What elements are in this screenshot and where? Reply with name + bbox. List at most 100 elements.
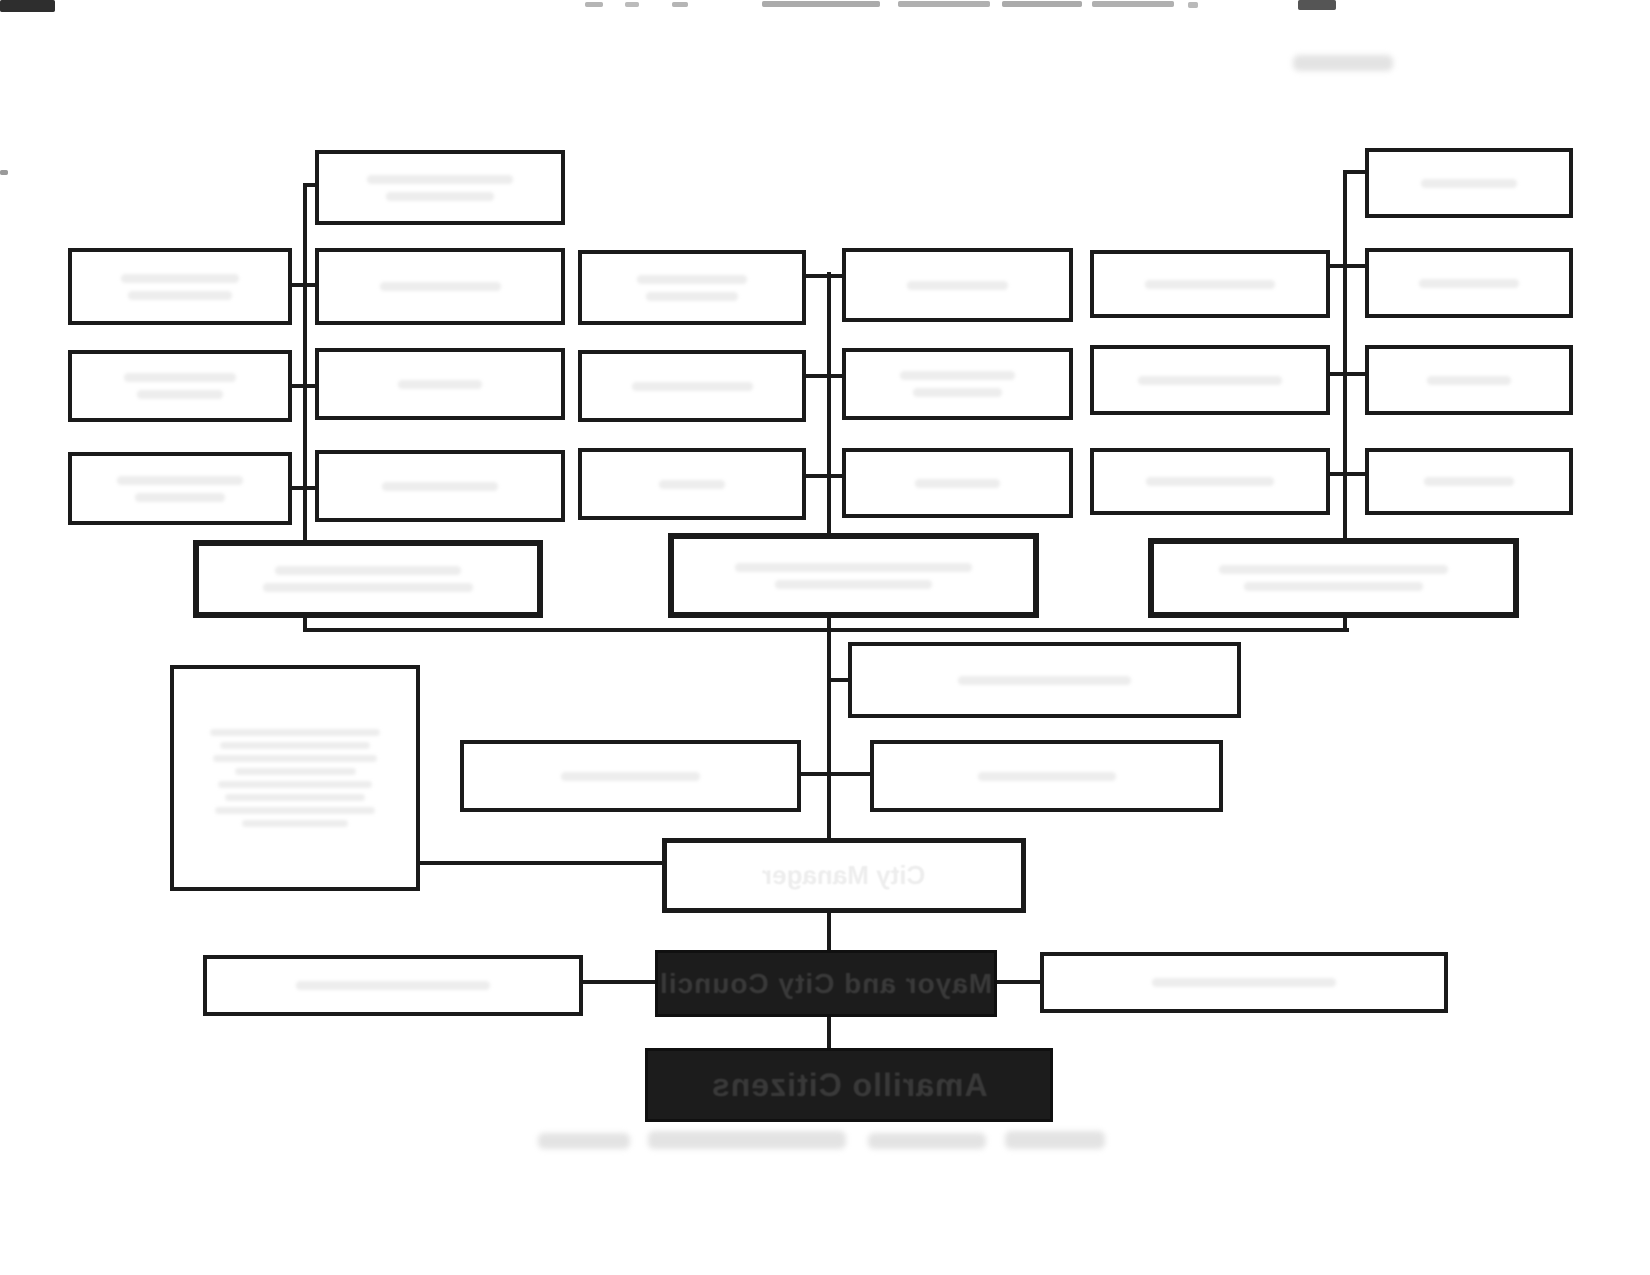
- scan-noise-mark: [1092, 1, 1174, 7]
- connector-line: [827, 911, 831, 952]
- scan-noise-mark: [0, 0, 55, 12]
- illegible-text-smudge: [234, 768, 356, 775]
- connector-line: [292, 384, 317, 388]
- dept-box-mid-row1-b: [842, 248, 1073, 322]
- illegible-text-smudge: [977, 771, 1116, 781]
- connector-line: [805, 474, 843, 478]
- citizens-label: Amarillo Citizens: [710, 1066, 988, 1103]
- scan-noise-mark: [1188, 2, 1198, 8]
- illegible-text-smudge: [1138, 375, 1282, 385]
- dept-box-right-row2-a: [1090, 345, 1330, 415]
- illegible-text-smudge: [212, 755, 378, 762]
- dept-box-right-top: [1365, 148, 1573, 218]
- illegible-text-smudge: [136, 390, 224, 399]
- mayor-council-box: Mayor and City Council: [655, 950, 997, 1017]
- illegible-text-smudge: [899, 371, 1016, 380]
- dept-box-left-row2-b: [315, 348, 565, 420]
- illegible-text-smudge: [1243, 582, 1424, 591]
- illegible-text-smudge: [774, 579, 933, 589]
- connector-line: [805, 374, 843, 378]
- dept-box-right-row3-a: [1090, 448, 1330, 515]
- dept-box-mid-row2-b: [842, 348, 1073, 420]
- illegible-text-smudge: [219, 742, 371, 749]
- faint-corner-smudge: [1293, 55, 1393, 71]
- connector-line: [994, 980, 1042, 984]
- dept-box-left-row3-a: [68, 452, 292, 525]
- illegible-text-smudge: [1218, 565, 1449, 574]
- dept-box-mid-row2-a: [578, 350, 806, 422]
- illegible-text-smudge: [957, 675, 1132, 685]
- illegible-text-smudge: [123, 373, 237, 382]
- scan-noise-mark: [672, 2, 688, 7]
- dept-box-left-row3-b: [315, 450, 565, 522]
- staff-box-left: [460, 740, 801, 812]
- connector-line: [292, 486, 317, 490]
- illegible-text-smudge: [385, 191, 495, 201]
- division-box-left: [193, 540, 543, 618]
- illegible-text-smudge: [1424, 477, 1514, 486]
- scan-noise-mark: [0, 170, 8, 175]
- illegible-text-smudge: [275, 566, 461, 575]
- connector-line: [303, 183, 307, 540]
- illegible-text-smudge: [296, 981, 490, 990]
- connector-line: [798, 772, 829, 776]
- connector-line: [1343, 170, 1347, 540]
- connector-line: [581, 980, 657, 984]
- council-adjacent-box-left: [203, 955, 583, 1016]
- dept-box-mid-row3-b: [842, 448, 1073, 518]
- illegible-text-smudge: [241, 820, 349, 827]
- connector-line: [827, 272, 831, 535]
- illegible-text-smudge: [381, 481, 499, 491]
- scan-noise-mark: [898, 1, 990, 7]
- connector-line: [827, 1015, 831, 1050]
- staff-box-upper-right: [848, 642, 1241, 718]
- illegible-text-smudge: [659, 479, 725, 489]
- illegible-text-smudge: [128, 290, 232, 300]
- connector-line: [1330, 264, 1367, 268]
- city-manager-box: City Manager: [662, 838, 1026, 913]
- dept-box-left-row2-a: [68, 350, 292, 422]
- illegible-text-smudge: [645, 291, 739, 301]
- dept-box-left-row1-a: [68, 248, 292, 325]
- connector-line: [292, 283, 317, 287]
- division-box-center: [668, 533, 1039, 618]
- illegible-text-smudge: [263, 583, 473, 592]
- dept-box-mid-row1-a: [578, 250, 806, 325]
- illegible-text-smudge: [907, 280, 1008, 290]
- connector-line: [1330, 372, 1367, 376]
- illegible-text-smudge: [1152, 978, 1336, 987]
- illegible-text-smudge: [1419, 278, 1519, 288]
- connector-line: [418, 861, 664, 865]
- connector-line: [303, 617, 307, 632]
- department-list-box: [170, 665, 420, 891]
- illegible-text-smudge: [1427, 375, 1511, 385]
- dept-box-left-top: [315, 150, 565, 225]
- dept-box-right-row1-a: [1090, 250, 1330, 318]
- illegible-text-smudge: [637, 274, 747, 284]
- dept-box-right-row1-b: [1365, 248, 1573, 318]
- illegible-text-smudge: [912, 388, 1003, 397]
- connector-line: [829, 678, 850, 682]
- illegible-text-smudge: [397, 379, 483, 389]
- division-box-right: [1148, 538, 1519, 618]
- scan-noise-mark: [762, 1, 880, 7]
- connector-line: [805, 274, 843, 278]
- illegible-text-smudge: [1146, 477, 1274, 486]
- dept-box-mid-row3-a: [578, 448, 806, 520]
- illegible-text-smudge: [631, 381, 753, 391]
- connector-line: [1330, 472, 1367, 476]
- illegible-text-smudge: [134, 492, 226, 502]
- illegible-text-smudge: [379, 282, 501, 291]
- illegible-text-smudge: [120, 273, 240, 283]
- scan-noise-mark: [585, 2, 603, 7]
- illegible-text-smudge: [367, 174, 513, 184]
- illegible-text-smudge: [210, 729, 380, 736]
- connector-line: [303, 183, 317, 187]
- illegible-caption-smudge: [1005, 1131, 1105, 1149]
- illegible-text-smudge: [1145, 279, 1275, 289]
- illegible-text-smudge: [560, 771, 701, 781]
- dept-box-left-row1-b: [315, 248, 565, 325]
- connector-line: [1343, 617, 1347, 632]
- mayor-council-label: Mayor and City Council: [659, 967, 993, 999]
